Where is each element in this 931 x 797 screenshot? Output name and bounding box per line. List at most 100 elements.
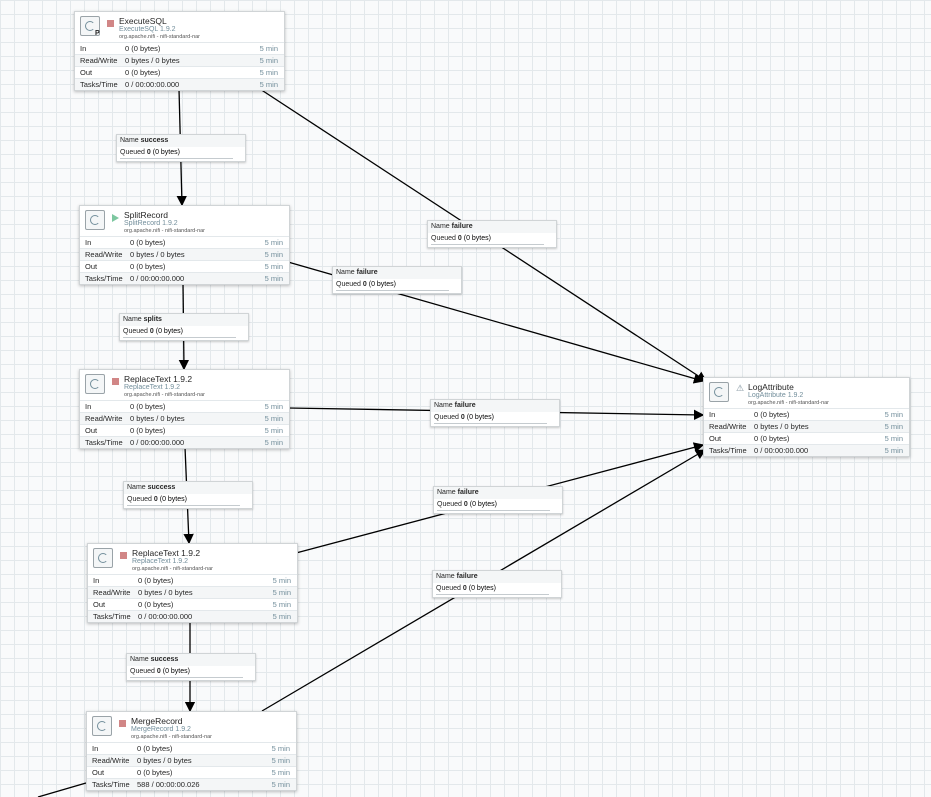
queued-size: (0 bytes)	[468, 585, 496, 592]
stat-value: 0 (0 bytes)	[137, 768, 173, 777]
connection-label-failure[interactable]: Name failure Queued 0 (0 bytes)	[427, 220, 557, 248]
connection-label-failure[interactable]: Name failure Queued 0 (0 bytes)	[433, 486, 563, 514]
connection-label-failure[interactable]: Name failure Queued 0 (0 bytes)	[332, 266, 462, 294]
processor-replacetext-2[interactable]: ReplaceText 1.9.2 ReplaceText 1.9.2 org.…	[87, 543, 298, 623]
processor-splitrecord[interactable]: SplitRecord SplitRecord 1.9.2 org.apache…	[79, 205, 290, 285]
queue-progress-bar	[336, 290, 449, 291]
relationship-name: failure	[451, 223, 473, 230]
relationship-name: failure	[456, 573, 478, 580]
stat-value: 0 / 00:00:00.000	[138, 612, 193, 621]
queued-label: Queued	[437, 501, 462, 508]
processor-bundle: org.apache.nifi - nifi-standard-nar	[132, 566, 214, 572]
queue-progress-bar	[436, 594, 549, 595]
stat-window: 5 min	[264, 402, 283, 411]
name-label: Name	[437, 489, 456, 496]
queued-count: 0	[156, 668, 161, 675]
processor-mergerecord[interactable]: MergeRecord MergeRecord 1.9.2 org.apache…	[86, 711, 297, 791]
connection-label-success[interactable]: Name success Queued 0 (0 bytes)	[126, 653, 256, 681]
queued-label: Queued	[436, 585, 461, 592]
stat-value: 0 (0 bytes)	[130, 402, 166, 411]
stat-window: 5 min	[264, 262, 283, 271]
queued-label: Queued	[123, 328, 148, 335]
stat-window: 5 min	[271, 756, 290, 765]
stat-label: In	[92, 744, 99, 753]
stat-label: Tasks/Time	[93, 612, 131, 621]
stopped-icon	[112, 378, 119, 385]
queued-count: 0	[457, 235, 462, 242]
queue-progress-bar	[120, 158, 233, 159]
stat-value: 588 / 00:00:00.026	[137, 780, 200, 789]
queued-size: (0 bytes)	[368, 281, 396, 288]
queued-count: 0	[146, 149, 151, 156]
stat-label: Read/Write	[85, 414, 123, 423]
processor-type: ReplaceText 1.9.2	[124, 384, 181, 391]
stat-window: 5 min	[264, 274, 283, 283]
stat-value: 0 / 00:00:00.000	[754, 446, 809, 455]
connection-label-splits[interactable]: Name splits Queued 0 (0 bytes)	[119, 313, 249, 341]
processor-icon	[80, 16, 100, 36]
queued-size: (0 bytes)	[463, 235, 491, 242]
stat-value: 0 (0 bytes)	[125, 68, 161, 77]
stat-value: 0 bytes / 0 bytes	[130, 250, 185, 259]
stat-value: 0 (0 bytes)	[125, 44, 161, 53]
stat-window: 5 min	[272, 612, 291, 621]
processor-replacetext-1[interactable]: ReplaceText 1.9.2 ReplaceText 1.9.2 org.…	[79, 369, 290, 449]
processor-bundle: org.apache.nifi - nifi-standard-nar	[124, 228, 206, 234]
queued-label: Queued	[130, 668, 155, 675]
queued-size: (0 bytes)	[469, 501, 497, 508]
queue-progress-bar	[123, 337, 236, 338]
stat-value: 0 (0 bytes)	[754, 410, 790, 419]
stat-window: 5 min	[259, 56, 278, 65]
connection-label-failure[interactable]: Name failure Queued 0 (0 bytes)	[432, 570, 562, 598]
connection-label-success[interactable]: Name success Queued 0 (0 bytes)	[123, 481, 253, 509]
connection-label-success[interactable]: Name success Queued 0 (0 bytes)	[116, 134, 246, 162]
processor-logattribute[interactable]: ⚠LogAttribute LogAttribute 1.9.2 org.apa…	[703, 377, 910, 457]
stat-window: 5 min	[264, 426, 283, 435]
stat-label: Read/Write	[80, 56, 118, 65]
processor-icon	[85, 210, 105, 230]
stat-window: 5 min	[272, 600, 291, 609]
queued-size: (0 bytes)	[162, 668, 190, 675]
connection-line[interactable]	[37, 782, 87, 797]
connection-label-failure[interactable]: Name failure Queued 0 (0 bytes)	[430, 399, 560, 427]
queued-count: 0	[460, 414, 465, 421]
stat-label: Out	[709, 434, 722, 443]
stat-label: In	[709, 410, 716, 419]
queued-size: (0 bytes)	[159, 496, 187, 503]
stat-label: Read/Write	[92, 756, 130, 765]
stat-label: Tasks/Time	[85, 438, 123, 447]
stat-window: 5 min	[884, 434, 903, 443]
stat-label: Read/Write	[93, 588, 131, 597]
queued-count: 0	[462, 585, 467, 592]
processor-name: SplitRecord	[124, 210, 168, 220]
stat-value: 0 bytes / 0 bytes	[125, 56, 180, 65]
queued-label: Queued	[431, 235, 456, 242]
relationship-name: failure	[356, 269, 378, 276]
queued-size: (0 bytes)	[466, 414, 494, 421]
stat-window: 5 min	[272, 576, 291, 585]
stat-value: 0 (0 bytes)	[754, 434, 790, 443]
stat-value: 0 (0 bytes)	[137, 744, 173, 753]
stat-label: Out	[93, 600, 106, 609]
name-label: Name	[127, 484, 146, 491]
stat-value: 0 bytes / 0 bytes	[130, 414, 185, 423]
queue-progress-bar	[437, 510, 550, 511]
stopped-icon	[107, 20, 114, 27]
processor-icon	[92, 716, 112, 736]
processor-executesql[interactable]: P ExecuteSQL ExecuteSQL 1.9.2 org.apache…	[74, 11, 285, 91]
processor-name: ExecuteSQL	[119, 16, 167, 26]
name-label: Name	[120, 137, 139, 144]
queue-progress-bar	[434, 423, 547, 424]
stat-value: 0 (0 bytes)	[130, 238, 166, 247]
processor-bundle: org.apache.nifi - nifi-standard-nar	[124, 392, 206, 398]
